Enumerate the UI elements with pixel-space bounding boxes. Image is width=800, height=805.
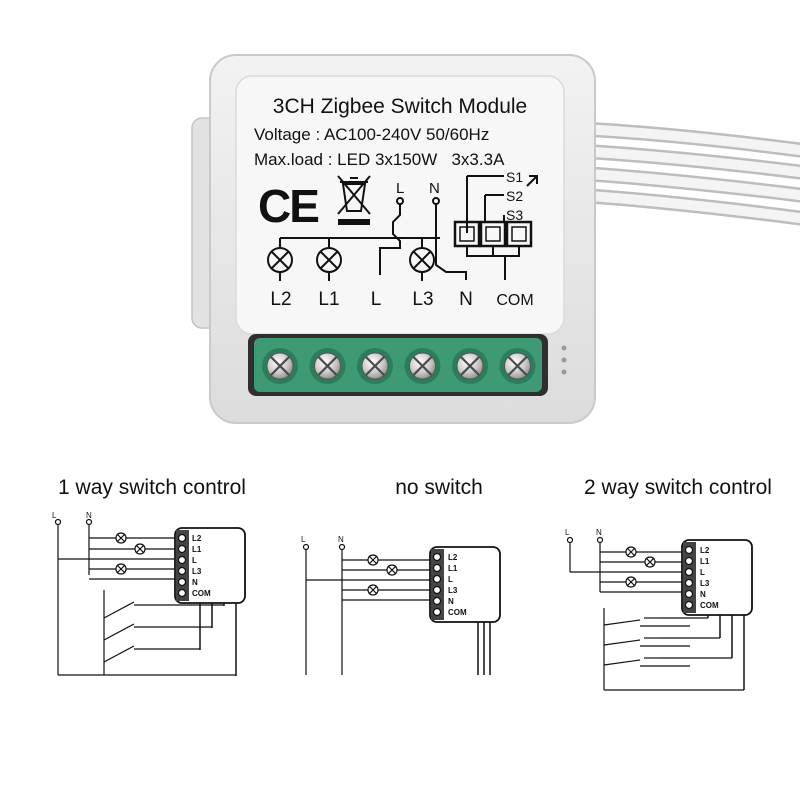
- d2-term-l1: L1: [448, 564, 458, 573]
- terminal-label-l1: L1: [318, 289, 339, 310]
- d3-term-l3: L3: [700, 579, 710, 588]
- d3-line-label: L: [565, 528, 570, 537]
- d3-term-l: L: [700, 568, 705, 577]
- terminal-screw: [499, 348, 536, 384]
- d1-term-l2: L2: [192, 534, 202, 543]
- diagram-1-way: [54, 518, 246, 676]
- maxload-spec: Max.load : LED 3x150W 3x3.3A: [254, 150, 505, 169]
- d1-term-l1: L1: [192, 545, 202, 554]
- diagram-3-labels: L N L2 L1 L L3 N COM: [565, 528, 719, 610]
- face-neutral-label: N: [429, 180, 440, 197]
- d2-term-l: L: [448, 575, 453, 584]
- terminal-label-n: N: [459, 289, 473, 310]
- terminal-label-l2: L2: [270, 289, 291, 310]
- face-line-label: L: [396, 180, 404, 197]
- voltage-spec: Voltage : AC100-240V 50/60Hz: [254, 125, 489, 144]
- diagram-2-labels: L N L2 L1 L L3 N COM: [301, 535, 467, 617]
- switch-label-s3: S3: [506, 207, 523, 223]
- d3-term-n: N: [700, 590, 706, 599]
- terminal-screw: [404, 348, 441, 384]
- terminal-label-com: COM: [496, 292, 533, 309]
- ce-mark-icon: CE: [258, 180, 318, 232]
- switch-label-s2: S2: [506, 188, 523, 204]
- d2-term-com: COM: [448, 608, 467, 617]
- d2-line-label: L: [301, 535, 306, 544]
- switch-label-s1: S1: [506, 169, 523, 185]
- diagram-1-labels: L N L2 L1 L L3 N COM: [52, 511, 211, 598]
- terminal-labels: L2 L1 L L3 N COM: [270, 289, 533, 310]
- d1-term-l3: L3: [192, 567, 202, 576]
- terminal-screw: [262, 348, 298, 384]
- caption-no-switch: no switch: [395, 476, 483, 499]
- d1-term-l: L: [192, 556, 197, 565]
- terminal-screw: [452, 348, 488, 384]
- terminal-screw: [309, 348, 346, 384]
- d2-term-n: N: [448, 597, 454, 606]
- d3-neutral-label: N: [596, 528, 602, 537]
- d3-term-l1: L1: [700, 557, 710, 566]
- caption-2-way: 2 way switch control: [584, 476, 772, 499]
- d2-term-l3: L3: [448, 586, 458, 595]
- d2-term-l2: L2: [448, 553, 458, 562]
- terminal-label-l: L: [371, 289, 382, 310]
- terminal-screws: [262, 348, 536, 384]
- caption-1-way: 1 way switch control: [58, 476, 246, 499]
- terminal-label-l3: L3: [412, 289, 433, 310]
- terminal-screw: [357, 348, 393, 384]
- d1-term-n: N: [192, 578, 198, 587]
- weee-bin-icon: [337, 175, 371, 225]
- d3-term-l2: L2: [700, 546, 710, 555]
- d1-term-com: COM: [192, 589, 211, 598]
- switch-module: 3CH Zigbee Switch Module Voltage : AC100…: [191, 54, 800, 424]
- face-schematic: [267, 175, 538, 281]
- diagram-2-way: [566, 536, 753, 691]
- module-title: 3CH Zigbee Switch Module: [273, 95, 527, 118]
- diagram-no-switch: [302, 543, 501, 675]
- d3-term-com: COM: [700, 601, 719, 610]
- d2-neutral-label: N: [338, 535, 344, 544]
- d1-neutral-label: N: [86, 511, 92, 520]
- d1-line-label: L: [52, 511, 57, 520]
